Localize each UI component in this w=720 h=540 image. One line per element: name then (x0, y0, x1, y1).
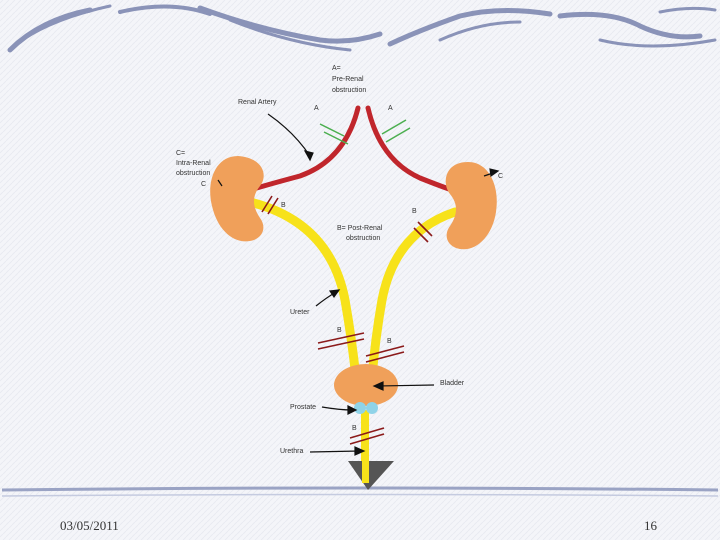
artery-obstruction-marks (319, 119, 411, 145)
label-c-left: C (201, 181, 206, 188)
label-a-desc-1: Pre-Renal (332, 76, 364, 83)
label-renal-artery: Renal Artery (238, 99, 277, 106)
label-arrows (217, 113, 500, 456)
label-a-desc-2: obstruction (332, 87, 366, 94)
label-b-ureter-right: B (387, 338, 392, 345)
label-c-desc-1: Intra-Renal (176, 160, 211, 167)
label-urethra: Urethra (280, 448, 303, 455)
urethra-outlet (362, 461, 369, 483)
label-ureter: Ureter (290, 309, 310, 316)
label-c-title: C= (176, 150, 185, 157)
header-decoration (7, 4, 717, 53)
label-b-urethra: B (352, 425, 357, 432)
label-a-left: A (314, 105, 319, 112)
label-c-right: C (498, 173, 503, 180)
footer-date: 03/05/2011 (60, 518, 119, 533)
bladder (334, 364, 398, 406)
post-renal-obstruction-marks (261, 195, 433, 445)
label-c-desc-2: obstruction (176, 170, 210, 177)
kidney-left (210, 156, 264, 242)
label-bladder: Bladder (440, 380, 465, 387)
urethra-funnel (348, 461, 394, 490)
footer-rule (1, 486, 719, 497)
ureters (245, 197, 460, 383)
renal-arteries (247, 105, 455, 193)
label-b-title: B= Post-Renal (337, 225, 383, 232)
label-a-right: A (388, 105, 393, 112)
prostate (354, 402, 378, 414)
label-a-title: A= (332, 65, 341, 72)
label-b-kidney-right: B (412, 208, 417, 215)
label-b-desc: obstruction (346, 235, 380, 242)
label-prostate: Prostate (290, 404, 316, 411)
page-number: 16 (644, 518, 657, 533)
label-b-kidney-left: B (281, 202, 286, 209)
label-b-ureter-left: B (337, 327, 342, 334)
urethra-tube (361, 410, 369, 472)
urinary-diagram: A= Pre-Renal obstruction Renal Artery A … (176, 65, 503, 490)
kidney-right (445, 162, 497, 250)
